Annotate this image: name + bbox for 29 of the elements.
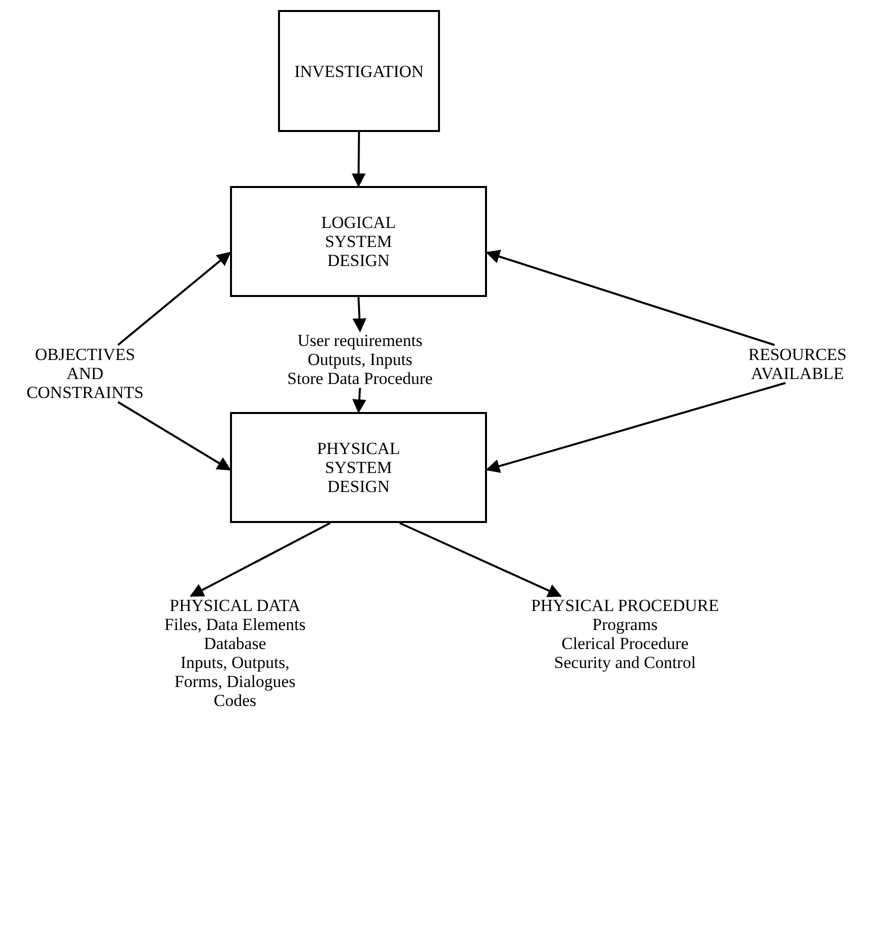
arrow [486, 382, 786, 473]
node-label: OBJECTIVES AND CONSTRAINTS [25, 345, 145, 402]
process-box [230, 186, 487, 297]
node-label: RESOURCES AVAILABLE [747, 345, 848, 383]
node-label: Clerical Procedure [562, 634, 688, 653]
node-label: Files, Data Elements [164, 615, 306, 634]
arrow [486, 250, 775, 346]
arrow [117, 401, 232, 471]
node-label: PHYSICAL SYSTEM DESIGN [316, 439, 402, 496]
process-box [278, 10, 440, 132]
node-label: LOGICAL SYSTEM DESIGN [320, 213, 397, 270]
arrow [352, 388, 366, 414]
arrow [117, 252, 232, 346]
node-label: User requirements [297, 331, 423, 350]
arrow [352, 296, 366, 332]
node-label: Security and Control [554, 653, 696, 672]
node-label: Programs [592, 615, 658, 634]
process-box [230, 412, 487, 523]
arrow [190, 522, 331, 597]
node-label: Store Data Procedure [287, 369, 433, 388]
node-label: Database [204, 634, 266, 653]
arrow [352, 132, 366, 188]
node-label: PHYSICAL DATA [170, 596, 300, 615]
node-label: Inputs, Outputs, Forms, Dialogues [174, 653, 296, 691]
node-label: Codes [214, 691, 256, 710]
node-label: INVESTIGATION [294, 62, 424, 80]
node-label: PHYSICAL PROCEDURE [531, 596, 719, 615]
arrow [399, 522, 562, 598]
node-label: Outputs, Inputs [308, 350, 412, 369]
